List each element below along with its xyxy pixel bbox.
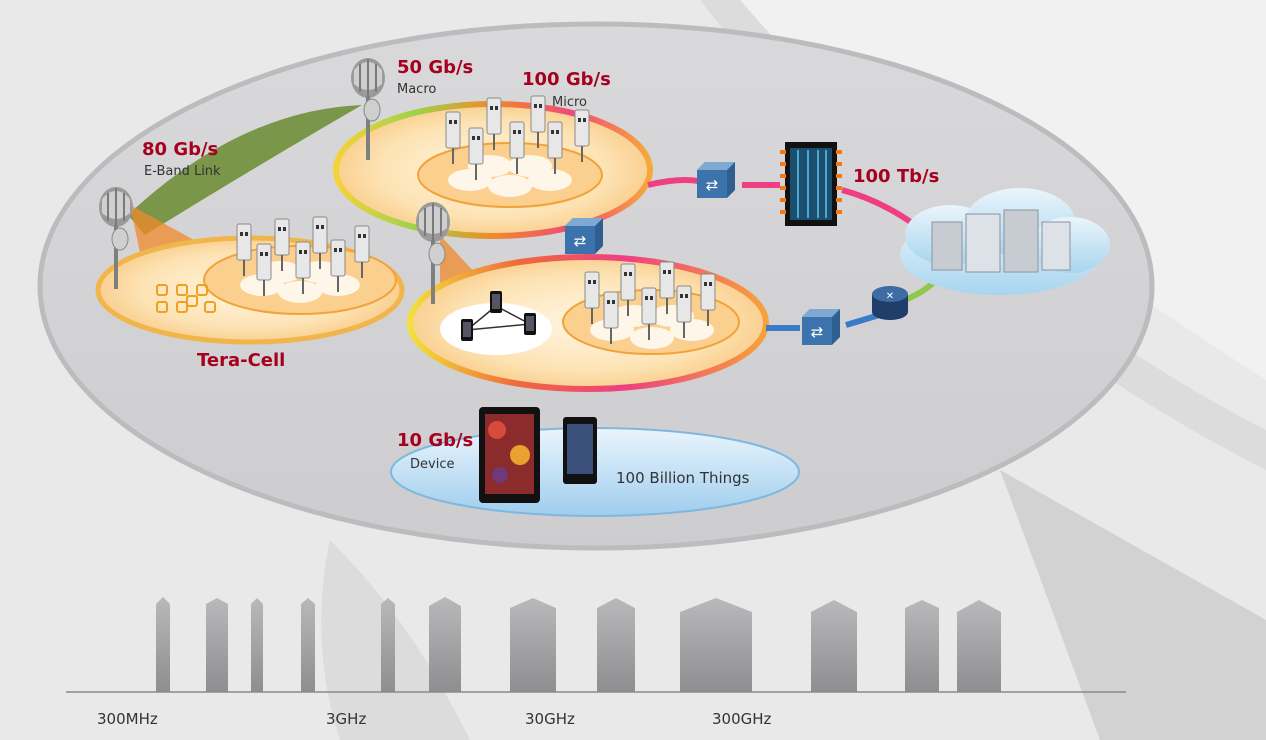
switch-icon [565, 218, 603, 254]
spectrum-band [680, 598, 752, 692]
switch-icon [802, 309, 840, 345]
axis-label-300ghz: 300GHz [712, 710, 772, 728]
spectrum-band [156, 597, 170, 692]
micro-label: Micro [552, 95, 587, 110]
chip-icon [780, 142, 842, 226]
things-label: 100 Billion Things [616, 469, 750, 487]
spectrum-band [811, 600, 857, 692]
router-icon: ✕ [872, 286, 908, 320]
svg-text:✕: ✕ [886, 291, 894, 302]
micro-rate: 100 Gb/s [522, 69, 611, 90]
spectrum-band [381, 598, 395, 692]
axis-label-300mhz: 300MHz [97, 710, 158, 728]
phone-icon [461, 319, 473, 341]
spectrum-band [429, 597, 461, 692]
device-to-device-group [461, 291, 536, 341]
phone-icon [490, 291, 502, 313]
smartphone-icon [563, 417, 597, 484]
macro-label: Macro [397, 82, 436, 97]
cloud-datacenter-icon [900, 188, 1110, 295]
phone-icon [524, 313, 536, 335]
axis-label-30ghz: 30GHz [525, 710, 575, 728]
spectrum-band [597, 598, 635, 692]
spectrum-band [905, 600, 939, 692]
e-band-label: E-Band Link [144, 164, 221, 179]
spectrum-band [206, 598, 228, 692]
spectrum-band [510, 598, 556, 692]
tera-cell-label: Tera-Cell [197, 350, 285, 371]
spectrum-bars [156, 597, 1001, 692]
axis-label-3ghz: 3GHz [326, 710, 366, 728]
spectrum-band [301, 598, 315, 692]
switch-icon [697, 162, 735, 198]
spectrum-band [957, 600, 1001, 692]
micro-cell-ring [333, 101, 653, 239]
e-band-rate: 80 Gb/s [142, 139, 218, 160]
macro-rate: 50 Gb/s [397, 57, 473, 78]
backbone-rate: 100 Tb/s [853, 166, 939, 187]
e-band-link-beam [128, 105, 362, 235]
spectrum-band [251, 598, 263, 692]
tera-cell-chips [156, 284, 216, 313]
device-rate: 10 Gb/s [397, 430, 473, 451]
device-label: Device [410, 457, 454, 472]
tablet-icon [479, 407, 540, 503]
